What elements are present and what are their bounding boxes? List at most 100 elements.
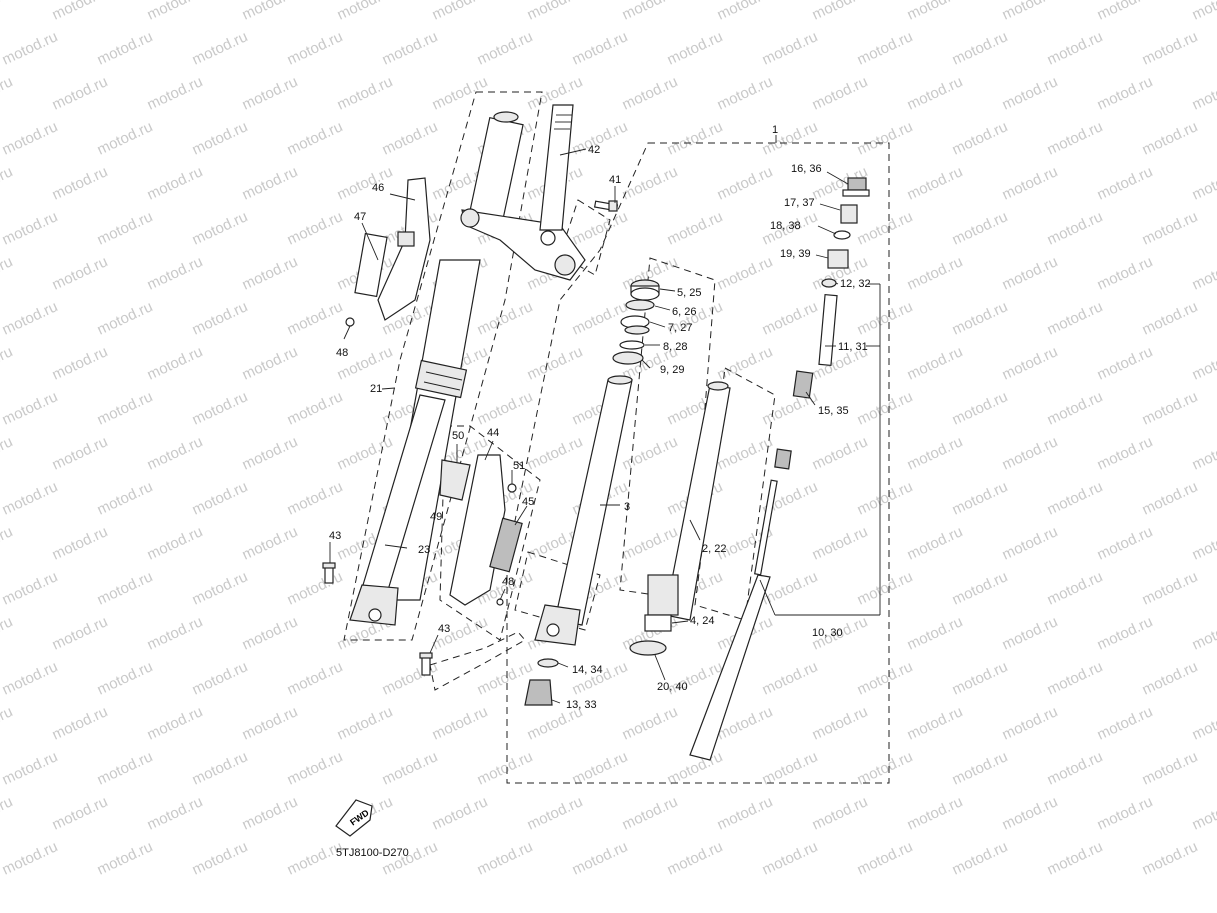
watermark-text: motod.ru bbox=[145, 793, 206, 833]
watermark-text: motod.ru bbox=[855, 208, 916, 248]
watermark-text: motod.ru bbox=[1095, 343, 1156, 383]
watermark-text: motod.ru bbox=[715, 0, 776, 24]
watermark-text: motod.ru bbox=[145, 703, 206, 743]
watermark-text: motod.ru bbox=[1045, 388, 1106, 428]
callout-c4: 4, 24 bbox=[690, 615, 714, 627]
watermark-text: motod.ru bbox=[285, 568, 346, 608]
callout-c5: 5, 25 bbox=[677, 287, 701, 299]
watermark-text: motod.ru bbox=[905, 253, 966, 293]
watermark-text: motod.ru bbox=[1000, 253, 1061, 293]
watermark-text: motod.ru bbox=[620, 793, 681, 833]
callout-c45: 45 bbox=[522, 496, 534, 508]
watermark-text: motod.ru bbox=[335, 433, 396, 473]
watermark-text: motod.ru bbox=[190, 748, 251, 788]
watermark-text: motod.ru bbox=[145, 163, 206, 203]
callout-c46: 46 bbox=[372, 182, 384, 194]
watermark-text: motod.ru bbox=[0, 613, 15, 653]
watermark-text: motod.ru bbox=[1190, 793, 1217, 833]
watermark-text: motod.ru bbox=[1190, 343, 1217, 383]
watermark-text: motod.ru bbox=[1000, 703, 1061, 743]
watermark-text: motod.ru bbox=[335, 73, 396, 113]
watermark-text: motod.ru bbox=[905, 703, 966, 743]
callout-c1: 1 bbox=[772, 124, 778, 136]
watermark-text: motod.ru bbox=[0, 343, 15, 383]
watermark-text: motod.ru bbox=[905, 0, 966, 24]
watermark-text: motod.ru bbox=[430, 73, 491, 113]
watermark-text: motod.ru bbox=[950, 298, 1011, 338]
watermark-text: motod.ru bbox=[95, 298, 156, 338]
watermark-text: motod.ru bbox=[1000, 523, 1061, 563]
watermark-text: motod.ru bbox=[525, 343, 586, 383]
watermark-text: motod.ru bbox=[665, 28, 726, 68]
watermark-text: motod.ru bbox=[1095, 523, 1156, 563]
callout-c50: 50 bbox=[452, 430, 464, 442]
watermark-text: motod.ru bbox=[475, 658, 536, 698]
callout-c20: 20, 40 bbox=[657, 681, 688, 693]
watermark-text: motod.ru bbox=[760, 28, 821, 68]
callout-c48a: 48 bbox=[336, 347, 348, 359]
callout-c10: 10, 30 bbox=[812, 627, 843, 639]
watermark-text: motod.ru bbox=[855, 478, 916, 518]
watermark-text: motod.ru bbox=[285, 478, 346, 518]
watermark-text: motod.ru bbox=[240, 433, 301, 473]
watermark-text: motod.ru bbox=[1045, 748, 1106, 788]
watermark-text: motod.ru bbox=[50, 0, 111, 24]
watermark-text: motod.ru bbox=[190, 658, 251, 698]
fwd-arrow-icon: FWD bbox=[335, 799, 373, 837]
watermark-text: motod.ru bbox=[335, 0, 396, 24]
watermark-text: motod.ru bbox=[1140, 388, 1201, 428]
watermark-text: motod.ru bbox=[855, 28, 916, 68]
watermark-text: motod.ru bbox=[190, 298, 251, 338]
bracket-group-outline bbox=[559, 199, 611, 276]
watermark-text: motod.ru bbox=[0, 478, 60, 518]
callout-c12: 12, 32 bbox=[840, 278, 871, 290]
callout-c21: 21 bbox=[370, 383, 382, 395]
parts-13-14 bbox=[524, 658, 559, 706]
watermark-text: motod.ru bbox=[380, 118, 441, 158]
callout-c7: 7, 27 bbox=[668, 322, 692, 334]
watermark-text: motod.ru bbox=[285, 298, 346, 338]
watermark-text: motod.ru bbox=[1140, 298, 1201, 338]
watermark-text: motod.ru bbox=[715, 163, 776, 203]
watermark-text: motod.ru bbox=[335, 703, 396, 743]
watermark-text: motod.ru bbox=[285, 118, 346, 158]
watermark-text: motod.ru bbox=[950, 388, 1011, 428]
callout-c47: 47 bbox=[354, 211, 366, 223]
watermark-text: motod.ru bbox=[145, 343, 206, 383]
inner-rod bbox=[689, 479, 778, 761]
watermark-text: motod.ru bbox=[525, 0, 586, 24]
watermark-text: motod.ru bbox=[0, 28, 60, 68]
watermark-text: motod.ru bbox=[570, 298, 631, 338]
watermark-text: motod.ru bbox=[240, 613, 301, 653]
callout-c2: 2, 22 bbox=[702, 543, 726, 555]
watermark-text: motod.ru bbox=[950, 838, 1011, 878]
fork-guard bbox=[345, 177, 431, 327]
watermark-text: motod.ru bbox=[1000, 613, 1061, 653]
watermark-text: motod.ru bbox=[285, 28, 346, 68]
watermark-text: motod.ru bbox=[95, 388, 156, 428]
watermark-text: motod.ru bbox=[665, 838, 726, 878]
watermark-text: motod.ru bbox=[145, 613, 206, 653]
watermark-text: motod.ru bbox=[0, 568, 60, 608]
callout-c6: 6, 26 bbox=[672, 306, 696, 318]
callout-c15: 15, 35 bbox=[818, 405, 849, 417]
watermark-text: motod.ru bbox=[1190, 523, 1217, 563]
watermark-text: motod.ru bbox=[665, 118, 726, 158]
watermark-text: motod.ru bbox=[95, 838, 156, 878]
watermark-text: motod.ru bbox=[95, 658, 156, 698]
watermark-text: motod.ru bbox=[50, 73, 111, 113]
leader-lines bbox=[329, 135, 881, 704]
callout-c49: 49 bbox=[430, 511, 442, 523]
watermark-text: motod.ru bbox=[380, 748, 441, 788]
watermark-text: motod.ru bbox=[855, 838, 916, 878]
damper-tube bbox=[629, 381, 731, 656]
watermark-text: motod.ru bbox=[145, 0, 206, 24]
watermark-text: motod.ru bbox=[240, 73, 301, 113]
watermark-text: motod.ru bbox=[570, 838, 631, 878]
watermark-text: motod.ru bbox=[50, 163, 111, 203]
watermark-text: motod.ru bbox=[905, 613, 966, 653]
watermark-text: motod.ru bbox=[0, 253, 15, 293]
left-fork-group-outline bbox=[343, 91, 543, 641]
watermark-text: motod.ru bbox=[1140, 748, 1201, 788]
